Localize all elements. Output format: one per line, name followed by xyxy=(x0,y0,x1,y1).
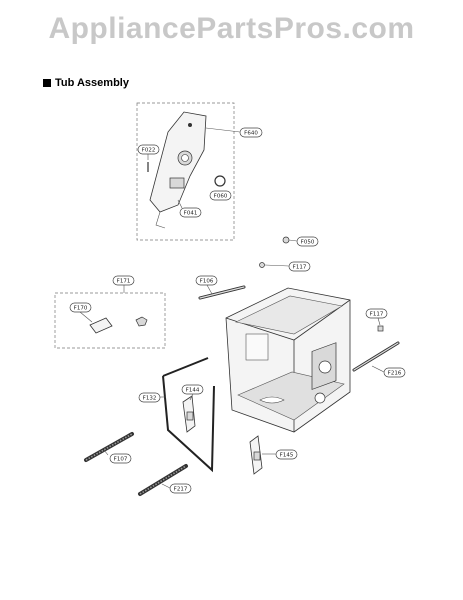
part-f640-panel xyxy=(149,111,207,229)
part-f107-rail xyxy=(84,432,134,462)
watermark: AppliancePartsPros.com xyxy=(48,12,415,45)
lead-f217 xyxy=(161,483,171,489)
square-bullet-icon xyxy=(43,79,51,87)
part-f216-rail xyxy=(352,341,400,372)
lead-f106 xyxy=(206,284,213,295)
lead-f170 xyxy=(79,311,93,323)
label-f170: F170 xyxy=(74,306,88,312)
callout-f132: F132 xyxy=(138,392,161,403)
label-f106: F106 xyxy=(200,279,214,285)
lead-f216 xyxy=(371,365,385,373)
label-f144: F144 xyxy=(186,388,200,394)
part-f170-card xyxy=(89,316,148,334)
label-f145: F145 xyxy=(280,453,294,459)
lead-f144 xyxy=(189,393,194,401)
label-f640: F640 xyxy=(244,131,258,137)
part-f106-rail xyxy=(198,285,246,300)
part-f144-bracket xyxy=(182,395,196,433)
label-f171: F171 xyxy=(117,279,131,285)
part-f050-clip xyxy=(282,236,290,244)
part-f217-rail xyxy=(138,464,188,496)
kit-box-f171 xyxy=(54,292,166,349)
label-f050: F050 xyxy=(301,240,315,246)
callout-f041: F041 xyxy=(179,207,202,218)
callout-f050: F050 xyxy=(296,236,319,247)
part-tub-body xyxy=(225,287,351,433)
lead-f640 xyxy=(205,127,241,133)
callout-f022: F022 xyxy=(137,144,160,155)
part-f117-upper xyxy=(259,262,265,268)
callout-f216: F216 xyxy=(383,367,406,378)
callout-f144: F144 xyxy=(181,384,204,395)
part-f145-bracket xyxy=(249,435,263,475)
label-f217: F217 xyxy=(174,487,188,493)
label-f132: F132 xyxy=(143,396,157,402)
callout-f171: F171 xyxy=(112,275,135,286)
lead-f117-right xyxy=(377,317,381,326)
label-f117-right: F117 xyxy=(370,312,384,318)
section-title-text: Tub Assembly xyxy=(55,77,129,89)
callout-f170: F170 xyxy=(69,302,92,313)
lead-f117-upper xyxy=(264,264,290,267)
part-f132-gasket xyxy=(162,357,215,473)
label-f216: F216 xyxy=(388,371,402,377)
top-group-box xyxy=(136,102,235,241)
label-f041: F041 xyxy=(184,211,198,217)
lead-f050 xyxy=(288,239,298,242)
callout-f060: F060 xyxy=(209,190,232,201)
label-f060: F060 xyxy=(214,194,228,200)
section-title: Tub Assembly xyxy=(43,77,129,89)
callout-f117-upper: F117 xyxy=(288,261,311,272)
callout-f217: F217 xyxy=(169,483,192,494)
callout-f107: F107 xyxy=(109,453,132,464)
callout-f640: F640 xyxy=(239,127,263,138)
callout-f117-right: F117 xyxy=(365,308,388,319)
part-f060-ring xyxy=(214,175,226,187)
lead-f107 xyxy=(103,449,109,456)
label-f022: F022 xyxy=(142,148,156,154)
callout-f145: F145 xyxy=(275,449,298,460)
lead-f041 xyxy=(177,199,183,209)
part-f117-right xyxy=(377,325,384,332)
callout-f106: F106 xyxy=(195,275,218,286)
label-f117-upper: F117 xyxy=(293,265,307,271)
label-f107: F107 xyxy=(114,457,128,463)
